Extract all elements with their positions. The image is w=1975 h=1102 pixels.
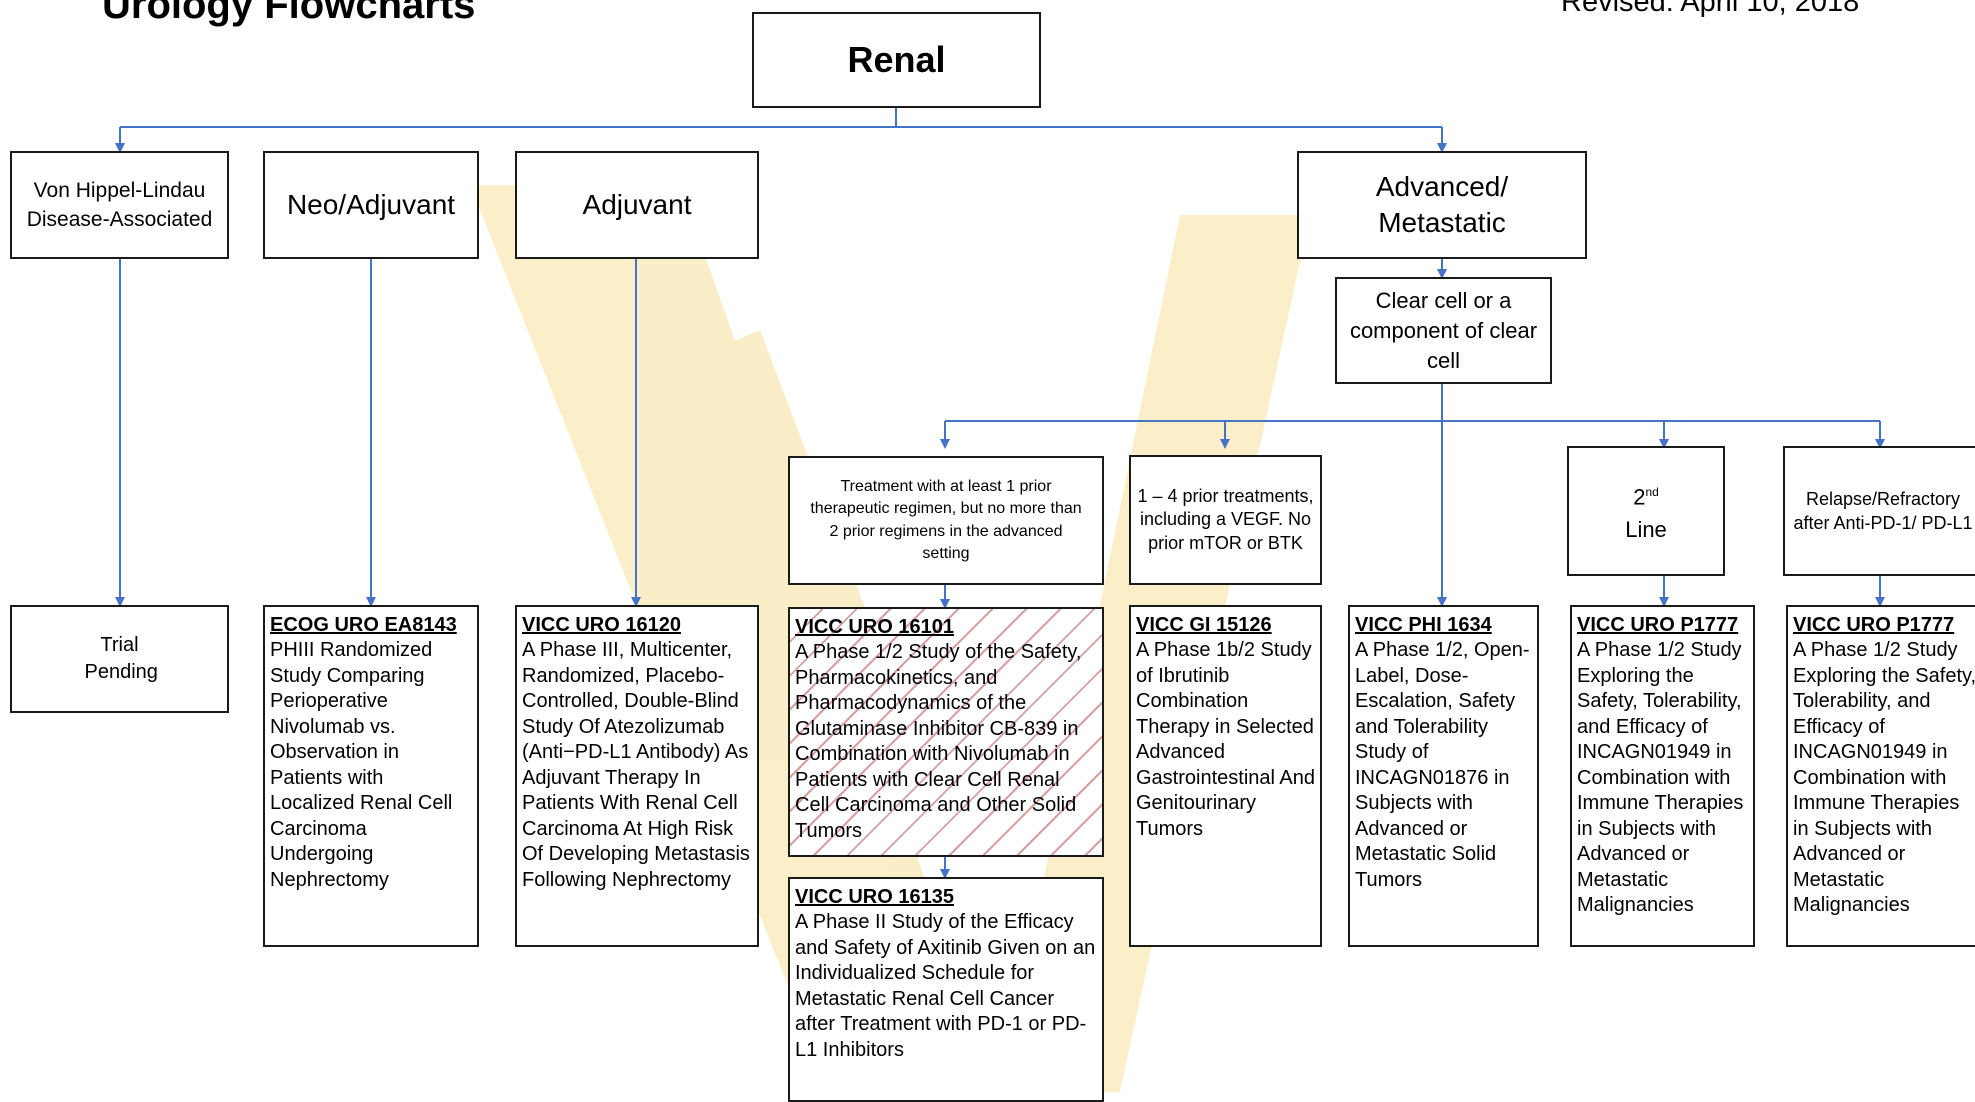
category-clear-cell: Clear cell or a component of clear cell bbox=[1335, 277, 1552, 384]
trial-description: A Phase II Study of the Efficacy and Saf… bbox=[795, 911, 1096, 1061]
subcategory-prior-regimen: Treatment with at least 1 prior therapeu… bbox=[788, 456, 1104, 585]
second-line-suffix: nd bbox=[1645, 485, 1659, 500]
trial-vicc-uro-16120: VICC URO 16120 A Phase III, Multicenter,… bbox=[515, 605, 759, 947]
subcategory-prior-regimen-label: Treatment with at least 1 prior therapeu… bbox=[810, 477, 1082, 563]
revision-date: Revised: April 10, 2018 bbox=[1561, 0, 1860, 18]
trial-description: PHIII Randomized Study Comparing Periope… bbox=[270, 639, 453, 891]
trial-code: VICC URO 16135 bbox=[795, 886, 954, 908]
trial-vicc-uro-p1777-second-line: VICC URO P1777 A Phase 1/2 Study Explori… bbox=[1570, 605, 1755, 947]
second-line-number: 2 bbox=[1633, 484, 1646, 510]
trial-ecog-ea8143: ECOG URO EA8143 PHIII Randomized Study C… bbox=[263, 605, 479, 947]
subcategory-relapse-label: Relapse/Refractory after Anti-PD-1/ PD-L… bbox=[1793, 489, 1973, 533]
trial-pending-box: Trial Pending bbox=[10, 605, 229, 713]
root-label: Renal bbox=[847, 39, 946, 80]
trial-description: A Phase 1/2 Study of the Safety, Pharmac… bbox=[795, 641, 1082, 842]
category-neo-adjuvant-label: Neo/Adjuvant bbox=[286, 189, 456, 220]
category-advanced-metastatic: Advanced/ Metastatic bbox=[1297, 151, 1587, 259]
trial-code: VICC URO P1777 bbox=[1577, 614, 1739, 636]
trial-description: A Phase 1/2, Open-Label, Dose-Escalation… bbox=[1355, 639, 1530, 891]
root-node-renal: Renal bbox=[752, 12, 1041, 108]
category-clear-cell-label: Clear cell or a component of clear cell bbox=[1349, 287, 1538, 373]
subcategory-one-to-four-prior: 1 – 4 prior treatments, including a VEGF… bbox=[1129, 455, 1322, 585]
trial-code: VICC URO 16101 bbox=[795, 616, 954, 638]
category-vhl-label: Von Hippel-Lindau Disease-Associated bbox=[26, 179, 213, 231]
subcategory-relapse-refractory: Relapse/Refractory after Anti-PD-1/ PD-L… bbox=[1783, 446, 1975, 576]
category-adjuvant-label: Adjuvant bbox=[582, 189, 692, 220]
trial-vicc-gi-15126: VICC GI 15126 A Phase 1b/2 Study of Ibru… bbox=[1129, 605, 1322, 947]
trial-code: VICC GI 15126 bbox=[1136, 614, 1272, 636]
trial-description: A Phase III, Multicenter, Randomized, Pl… bbox=[522, 639, 750, 891]
trial-pending-label: Trial Pending bbox=[84, 634, 158, 683]
trial-description: A Phase 1/2 Study Exploring the Safety, … bbox=[1577, 639, 1744, 916]
subcategory-one-to-four-label: 1 – 4 prior treatments, including a VEGF… bbox=[1137, 485, 1314, 553]
trial-vicc-uro-16101: VICC URO 16101 A Phase 1/2 Study of the … bbox=[788, 607, 1104, 857]
page-title: Urology Flowcharts bbox=[102, 0, 476, 27]
trial-vicc-uro-16135: VICC URO 16135 A Phase II Study of the E… bbox=[788, 877, 1104, 1102]
trial-code: ECOG URO EA8143 bbox=[270, 614, 457, 636]
trial-code: VICC URO 16120 bbox=[522, 614, 681, 636]
trial-code: VICC PHI 1634 bbox=[1355, 614, 1492, 636]
trial-vicc-uro-p1777-relapse: VICC URO P1777 A Phase 1/2 Study Explori… bbox=[1786, 605, 1975, 947]
trial-code: VICC URO P1777 bbox=[1793, 614, 1955, 636]
category-advanced-label: Advanced/ Metastatic bbox=[1375, 171, 1509, 238]
category-adjuvant: Adjuvant bbox=[515, 151, 759, 259]
category-neo-adjuvant: Neo/Adjuvant bbox=[263, 151, 479, 259]
trial-description: A Phase 1b/2 Study of Ibrutinib Combinat… bbox=[1136, 639, 1315, 840]
second-line-word: Line bbox=[1625, 516, 1667, 542]
subcategory-second-line-label: 2nd Line bbox=[1625, 476, 1667, 545]
trial-vicc-phi-1634: VICC PHI 1634 A Phase 1/2, Open-Label, D… bbox=[1348, 605, 1539, 947]
category-vhl: Von Hippel-Lindau Disease-Associated bbox=[10, 151, 229, 259]
subcategory-second-line: 2nd Line bbox=[1567, 446, 1725, 576]
trial-description: A Phase 1/2 Study Exploring the Safety, … bbox=[1793, 639, 1975, 916]
